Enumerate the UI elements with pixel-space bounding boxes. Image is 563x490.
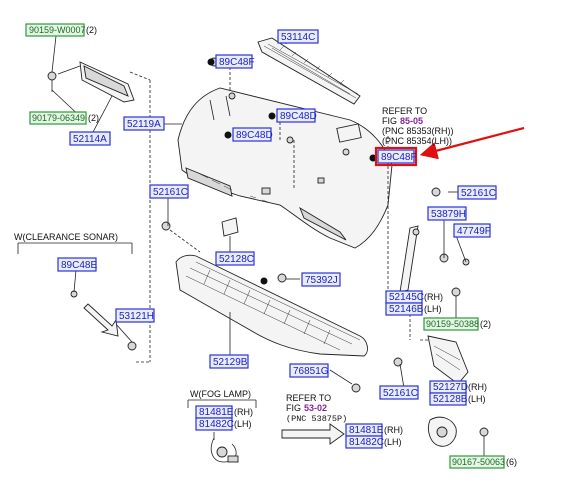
svg-text:REFER TO: REFER TO — [286, 393, 331, 403]
lower-grille-drawing — [175, 254, 368, 357]
svg-text:75392J: 75392J — [305, 275, 338, 286]
svg-text:53121H: 53121H — [119, 311, 154, 322]
callout-53879h[interactable]: 53879H — [427, 206, 467, 221]
callout-52129b[interactable]: 52129B — [209, 354, 249, 369]
callout-89c48e[interactable]: 89C48E — [57, 257, 97, 272]
svg-text:(RH): (RH) — [384, 425, 403, 435]
callout-75392j[interactable]: 75392J — [301, 272, 341, 287]
svg-text:81481E: 81481E — [349, 425, 384, 436]
svg-text:52114A: 52114A — [73, 134, 107, 145]
svg-text:(RH): (RH) — [234, 407, 253, 417]
callout-52145c[interactable]: 52145C (RH) — [385, 290, 443, 304]
svg-text:(LH): (LH) — [468, 394, 486, 404]
callout-89c48d-mid[interactable]: 89C48D — [276, 108, 317, 123]
fog-lamp-wire-drawing — [210, 437, 239, 463]
svg-text:52145C: 52145C — [389, 292, 424, 303]
svg-text:90159-W0007: 90159-W0007 — [29, 25, 86, 35]
svg-text:52128C: 52128C — [219, 254, 254, 265]
callout-89c48f-highlighted[interactable]: 89C48F — [374, 146, 418, 167]
callout-53121h[interactable]: 53121H — [115, 308, 155, 323]
svg-text:89C48D: 89C48D — [236, 130, 273, 141]
svg-text:52161C: 52161C — [383, 388, 418, 399]
svg-text:(LH): (LH) — [234, 419, 252, 429]
svg-text:(PNC 85354(LH)): (PNC 85354(LH)) — [382, 136, 452, 146]
svg-text:(6): (6) — [506, 457, 517, 467]
svg-text:(PNC 85353(RH)): (PNC 85353(RH)) — [382, 126, 454, 136]
fog-lamp-note: W(FOG LAMP) — [190, 389, 251, 399]
svg-text:76851G: 76851G — [293, 366, 329, 377]
svg-text:81482C: 81482C — [349, 437, 384, 448]
svg-text:REFER TO: REFER TO — [382, 106, 427, 116]
clearance-sonar-note: W(CLEARANCE SONAR) — [14, 232, 118, 242]
svg-text:89C48F: 89C48F — [219, 57, 255, 68]
svg-text:52127D: 52127D — [433, 382, 468, 393]
upper-grille-strip-drawing — [257, 37, 361, 105]
svg-text:90167-50063: 90167-50063 — [452, 457, 505, 467]
fog-lamp-bezel-drawing — [428, 416, 457, 447]
svg-text:(2): (2) — [86, 25, 97, 35]
callout-52128c[interactable]: 52128C — [215, 251, 255, 266]
side-bracket-drawing — [427, 335, 469, 385]
svg-text:(2): (2) — [480, 319, 491, 329]
svg-text:89C48F: 89C48F — [381, 152, 417, 163]
callout-52114a[interactable]: 52114A — [69, 131, 111, 146]
svg-text:(RH): (RH) — [468, 382, 487, 392]
svg-text:90179-06349: 90179-06349 — [32, 113, 85, 123]
svg-text:52146B: 52146B — [389, 304, 424, 315]
callout-90179-06349[interactable]: 90179-06349 (2) — [29, 111, 99, 125]
callout-76851g[interactable]: 76851G — [289, 363, 329, 378]
svg-text:52161C: 52161C — [461, 188, 496, 199]
callout-81481e-right[interactable]: 81481E (RH) — [345, 423, 403, 437]
callout-52127d[interactable]: 52127D (RH) — [429, 380, 487, 394]
callout-90159-50388[interactable]: 90159-50388 (2) — [423, 317, 491, 331]
license-plate-bracket-drawing — [47, 61, 135, 103]
callout-81481e-left[interactable]: 81481E (RH) — [195, 405, 253, 419]
svg-text:(PNC 53875P): (PNC 53875P) — [286, 414, 347, 424]
callout-89c48d-left[interactable]: 89C48D — [232, 127, 273, 142]
svg-text:(LH): (LH) — [384, 437, 402, 447]
svg-text:(LH): (LH) — [424, 304, 442, 314]
svg-text:89C48E: 89C48E — [61, 260, 97, 271]
callout-52161c-left[interactable]: 52161C — [149, 184, 189, 199]
callout-52146b[interactable]: 52146B (LH) — [385, 302, 442, 316]
side-rod-drawing — [399, 225, 420, 293]
callout-53114c[interactable]: 53114C — [277, 29, 319, 44]
svg-text:81482C: 81482C — [199, 419, 234, 430]
callout-81482c-left[interactable]: 81482C (LH) — [195, 417, 252, 431]
svg-text:53879H: 53879H — [431, 209, 466, 220]
callout-52161c-right[interactable]: 52161C — [457, 185, 497, 200]
callout-52119a[interactable]: 52119A — [123, 116, 165, 131]
svg-text:FIG: FIG — [286, 403, 301, 413]
cap-52128c-drawing — [221, 217, 239, 237]
callout-90167-50063[interactable]: 90167-50063 (6) — [449, 455, 517, 469]
open-arrows — [83, 303, 345, 445]
svg-text:52119A: 52119A — [127, 119, 161, 130]
callout-47749f[interactable]: 47749F — [453, 223, 491, 238]
svg-text:(RH): (RH) — [424, 292, 443, 302]
svg-text:52161C: 52161C — [153, 187, 188, 198]
callout-dots — [207, 58, 377, 285]
svg-text:53114C: 53114C — [281, 32, 315, 43]
callout-81482c-right[interactable]: 81482C (LH) — [345, 435, 402, 449]
fig-link-85-05[interactable]: 85-05 — [400, 116, 423, 126]
svg-text:89C48D: 89C48D — [280, 111, 317, 122]
svg-text:90159-50388: 90159-50388 — [426, 319, 479, 329]
svg-text:(2): (2) — [88, 113, 99, 123]
svg-text:81481E: 81481E — [199, 407, 234, 418]
svg-text:47749F: 47749F — [457, 226, 491, 237]
reference-note-53-02: REFER TO FIG 53-02 (PNC 53875P) — [286, 393, 347, 424]
highlight-arrow — [419, 126, 525, 160]
callout-89c48f-top[interactable]: 89C48F — [215, 54, 255, 69]
svg-text:52129B: 52129B — [213, 357, 248, 368]
reference-note-85-05: REFER TO FIG 85-05 (PNC 85353(RH)) (PNC … — [382, 106, 454, 146]
svg-text:52128B: 52128B — [433, 394, 468, 405]
callout-52161c-bottom[interactable]: 52161C — [379, 385, 419, 400]
svg-text:FIG: FIG — [382, 116, 397, 126]
fig-link-53-02[interactable]: 53-02 — [304, 403, 327, 413]
callout-52128b[interactable]: 52128B (LH) — [429, 392, 486, 406]
callout-90159-w0007[interactable]: 90159-W0007 (2) — [25, 23, 97, 37]
